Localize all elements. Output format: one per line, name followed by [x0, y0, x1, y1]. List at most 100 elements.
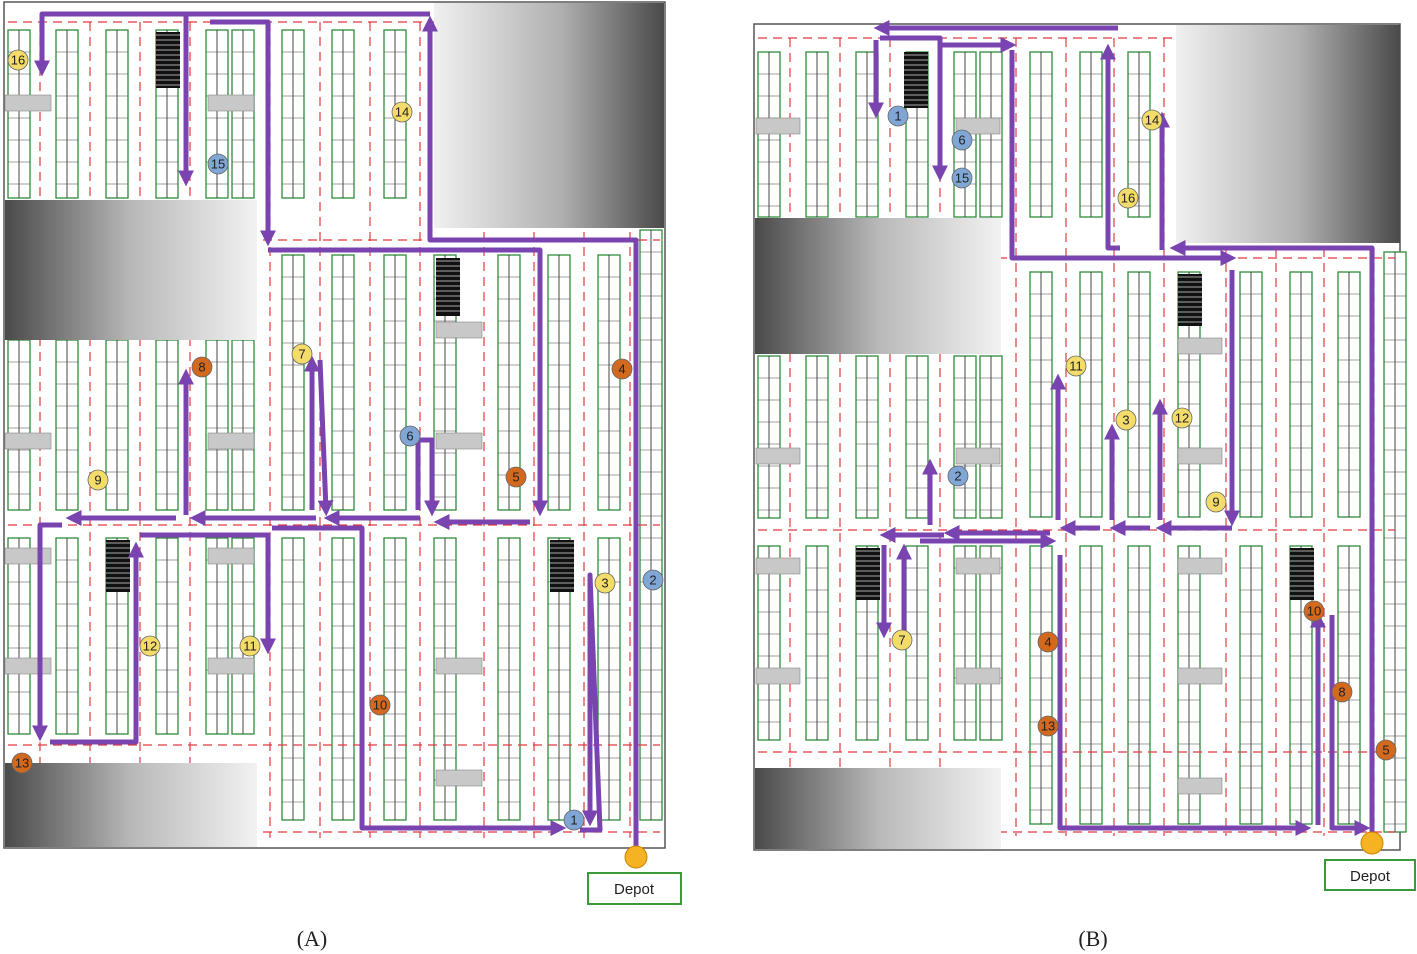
panel-b-pick-marker-8: [1331, 681, 1353, 703]
panel-a-route-segment: [210, 19, 277, 247]
panel-b-pick-marker-label-7: 7: [898, 633, 905, 648]
panel-b-pick-marker-14: [1141, 109, 1163, 131]
panel-b-depot-box: [1324, 859, 1416, 891]
panel-a-pick-marker-9: [87, 469, 109, 491]
panel-a-pick-marker-15: [207, 153, 229, 175]
panel-b-shelf-gap: [1177, 667, 1223, 685]
panel-b-pick-marker-label-16: 16: [1121, 191, 1135, 206]
panel-b-stair-blocks: [755, 52, 1314, 795]
panel-b-pick-marker-label-6: 6: [958, 133, 965, 148]
panel-a-pick-marker-3: [594, 572, 616, 594]
panel-a-pick-marker-2: [642, 569, 664, 591]
panel-a-pick-marker-label-14: 14: [395, 105, 409, 120]
panel-a-stair-block: [436, 258, 460, 316]
panel-b-route-segment: [1057, 555, 1312, 837]
panel-a-shelf-gap: [435, 769, 483, 787]
panel-a-pick-marker-label-15: 15: [211, 157, 225, 172]
panel-b-route-segment: [880, 35, 949, 182]
panel-a-stair-blocks: [4, 32, 574, 787]
panel-b-pick-marker-label-5: 5: [1382, 743, 1389, 758]
panel-a-pick-marker-label-5: 5: [512, 470, 519, 485]
panel-a-route-segment: [272, 525, 567, 837]
panel-b-pick-marker-label-3: 3: [1122, 413, 1129, 428]
panel-b-pick-marker-label-8: 8: [1338, 685, 1345, 700]
panel-b-pick-marker-11: [1065, 355, 1087, 377]
panel-a-shelf-gap: [435, 432, 483, 450]
panel-b-pick-marker-4: [1037, 631, 1059, 653]
panel-b-pick-marker-label-12: 12: [1175, 411, 1189, 426]
panel-a-pick-marker-16: [7, 49, 29, 71]
panel-a-shelf-gap: [4, 547, 52, 565]
panel-b-pick-marker-2: [947, 465, 969, 487]
panel-a-depot-box: [587, 872, 682, 905]
panel-a-pick-marker-7: [291, 343, 313, 365]
panel-b-route: [867, 19, 1375, 837]
panel-a-pick-marker-label-16: 16: [11, 53, 25, 68]
panel-a-shelf-gap: [207, 547, 255, 565]
panel-b-shelf-gap: [1177, 447, 1223, 465]
panel-b-shelf-gap: [955, 557, 1001, 575]
panel-a-route-segment: [580, 572, 603, 833]
panel-b-pick-marker-label-2: 2: [954, 469, 961, 484]
panel-a-pick-marker-label-12: 12: [143, 639, 157, 654]
panel-b-shelf-gap: [1177, 777, 1223, 795]
panel-b-pick-marker-label-9: 9: [1212, 495, 1219, 510]
panel-b-pick-marker-1: [887, 105, 909, 127]
panel-a-block-top-right: [434, 3, 664, 228]
panel-b-route-segment: [1009, 50, 1237, 267]
panel-a-pick-marker-14: [391, 101, 413, 123]
panel-a-route-segment: [31, 522, 62, 742]
panel-b-shelf-gap: [1177, 337, 1223, 355]
panel-b-pick-marker-15: [951, 167, 973, 189]
panel-b-shelf-gap: [955, 447, 1001, 465]
panel-a-racks: [7, 29, 663, 821]
panel-b-shelf-gap: [955, 117, 1001, 135]
panel-b-pick-marker-9: [1205, 491, 1227, 513]
panel-b-shelf-gap: [955, 667, 1001, 685]
panel-b-pick-marker-12: [1171, 407, 1193, 429]
panel-b-pick-marker-7: [891, 629, 913, 651]
panel-a-pick-marker-label-7: 7: [298, 347, 305, 362]
panel-b-pick-marker-label-10: 10: [1307, 604, 1321, 619]
panel-a-pick-marker-label-10: 10: [373, 698, 387, 713]
panel-b-pick-marker-3: [1115, 409, 1137, 431]
panel-a-pick-marker-label-2: 2: [649, 573, 656, 588]
panel-a-route-segment: [415, 437, 441, 517]
panel-a-shelf-gap: [207, 432, 255, 450]
panel-a-route-segment: [50, 541, 145, 745]
panel-a-pick-marker-label-8: 8: [198, 360, 205, 375]
panel-b-block-bottom-left: [755, 768, 1001, 849]
panel-b-route-segment: [1169, 239, 1375, 835]
panel-a-pick-marker-8: [191, 356, 213, 378]
panel-a-pick-marker-13: [11, 752, 33, 774]
panel-b-pick-marker-label-4: 4: [1044, 635, 1051, 650]
panel-b-caption: (B): [1078, 926, 1107, 951]
panel-a-route-segment: [140, 532, 277, 655]
panel-b-pick-marker-5: [1375, 739, 1397, 761]
panel-b-route-segment: [1329, 615, 1371, 837]
panel-a-pick-marker-10: [369, 694, 391, 716]
panel-b-shelf-gap: [755, 447, 801, 465]
panel-b-pick-marker-label-14: 14: [1145, 113, 1159, 128]
panel-a-pick-marker-label-4: 4: [618, 362, 625, 377]
panel-a-shelf-gap: [4, 657, 52, 675]
panel-a-shelf-gap: [207, 657, 255, 675]
panel-a-pick-marker-1: [563, 809, 585, 831]
panel-b-depot-label: Depot: [1350, 868, 1391, 885]
panel-a-pick-marker-6: [399, 425, 421, 447]
panel-a-pick-marker-label-13: 13: [15, 756, 29, 771]
panel-a-shelf-gap: [4, 432, 52, 450]
panel-a-pick-marker-4: [611, 358, 633, 380]
panel-a-shelf-gap: [435, 657, 483, 675]
panel-a-pick-marker-label-11: 11: [243, 639, 257, 654]
panel-a-depot-dot: [624, 845, 648, 869]
panel-a-route-segment: [33, 11, 430, 77]
panel-a-pick-marker-label-1: 1: [570, 813, 577, 828]
panel-b-pick-marker-10: [1303, 600, 1325, 622]
panel-a-shelf-gap: [435, 321, 483, 339]
panel-a-route-segment: [268, 247, 549, 517]
panel-a-shelf-gap: [207, 94, 255, 112]
panel-b-block-top-right: [1176, 25, 1400, 243]
